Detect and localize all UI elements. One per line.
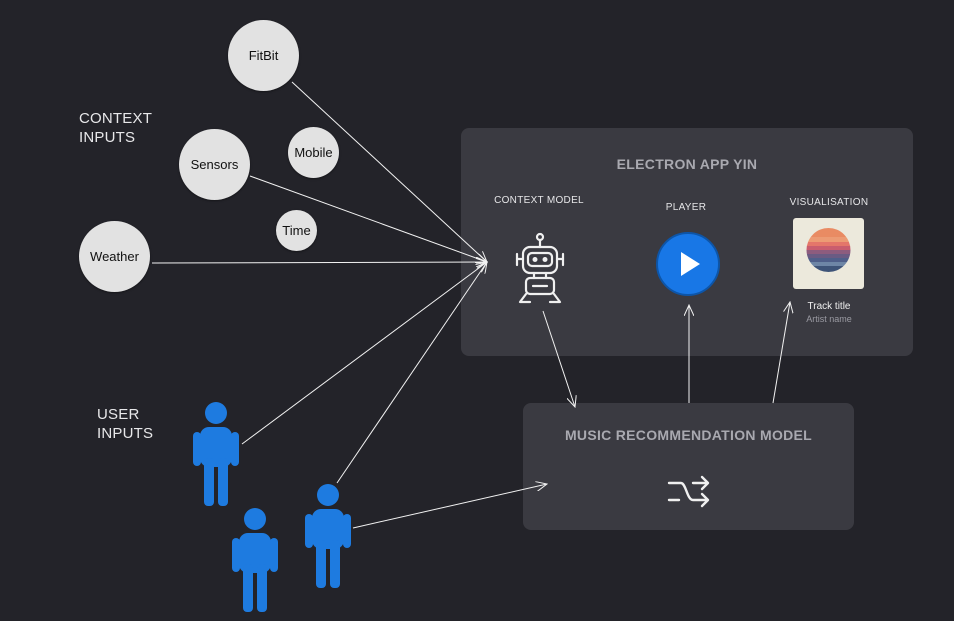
sunset-artwork: [806, 228, 851, 272]
music-recommendation-title: MUSIC RECOMMENDATION MODEL: [564, 427, 813, 443]
visualisation-label: VISUALISATION: [789, 197, 869, 208]
play-icon: [681, 252, 700, 276]
robot-icon: [515, 232, 565, 304]
arrow-sensors: [249, 175, 487, 262]
context-inputs-label: CONTEXT INPUTS: [79, 110, 153, 146]
context-model-label: CONTEXT MODEL: [494, 195, 584, 206]
player-label: PLAYER: [665, 202, 707, 213]
time-node: Time: [276, 210, 317, 251]
music-recommendation-panel: [523, 403, 854, 530]
arrow-context-to-music: [542, 310, 575, 407]
weather-node: Weather: [79, 221, 150, 292]
user-icon: [305, 484, 351, 588]
user-icon: [232, 508, 278, 612]
arrow-weather: [151, 262, 487, 263]
arrow-music-to-visualisation: [772, 302, 790, 404]
shuffle-icon: [667, 475, 710, 508]
arrow-user-1: [241, 262, 487, 445]
fitbit-node: FitBit: [228, 20, 299, 91]
mobile-node: Mobile: [288, 127, 339, 178]
track-title: Track title: [807, 301, 851, 312]
user-inputs-label: USER INPUTS: [97, 406, 154, 442]
album-art: [793, 218, 864, 289]
sensors-node: Sensors: [179, 129, 250, 200]
user-icon: [193, 402, 239, 506]
electron-app-title: ELECTRON APP YIN: [616, 156, 758, 172]
play-button[interactable]: [655, 231, 721, 297]
arrow-fitbit: [291, 81, 487, 262]
artist-name: Artist name: [806, 314, 852, 324]
arrow-user-to-music: [352, 484, 547, 529]
arrow-user-3: [336, 262, 487, 484]
